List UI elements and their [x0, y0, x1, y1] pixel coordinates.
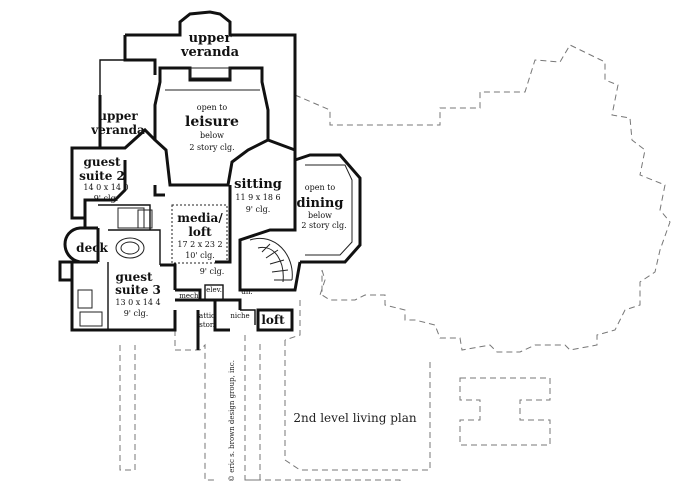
leisure-label: leisure — [185, 114, 239, 130]
guest3-clg: 9' clg. — [124, 309, 149, 318]
lower-level-outline — [119, 44, 671, 485]
media-label-2: loft — [188, 225, 212, 239]
guest-suite-3-walls — [58, 260, 177, 332]
dining-pre: open to — [305, 183, 336, 192]
room-labels: upper veranda upper veranda open to leis… — [76, 31, 347, 329]
copyright-text: © eric s. brown design group, inc. — [228, 360, 236, 482]
dining-label: dining — [297, 196, 344, 211]
media-loft-walls — [153, 185, 232, 264]
guest2-label-1: guest — [83, 155, 121, 169]
guest2-clg: 9' clg. — [94, 194, 119, 203]
deck-label: deck — [76, 241, 108, 255]
stair — [238, 238, 302, 292]
sitting-walls — [238, 95, 297, 275]
leisure-post: below — [200, 131, 224, 140]
dining-post2: 2 story clg. — [301, 221, 346, 230]
dining-post: below — [308, 211, 332, 220]
attic-label-2: stor. — [199, 321, 214, 329]
elev-label: elev. — [206, 286, 222, 294]
leisure-pre: open to — [197, 103, 228, 112]
media-dim: 17 2 x 23 2 — [177, 240, 222, 249]
dining-walls — [294, 153, 362, 264]
guest3-label-1: guest — [115, 270, 153, 284]
veranda-top-label-1: upper — [189, 31, 232, 46]
leisure-post2: 2 story clg. — [189, 143, 234, 152]
dn-label: dn. — [241, 288, 252, 296]
attic-label-1: attic — [199, 312, 215, 320]
veranda-top-label-2: veranda — [180, 45, 240, 60]
guest3-dim: 13 0 x 14 4 — [115, 298, 160, 307]
leisure-walls — [153, 66, 270, 187]
media-clg: 10' clg. — [185, 251, 215, 260]
mech-label: mech. — [179, 292, 200, 300]
guest2-dim: 14 0 x 14 0 — [83, 183, 128, 192]
sitting-label: sitting — [234, 177, 282, 192]
plan-caption: 2nd level living plan — [293, 411, 417, 425]
hall-clg: 9' clg. — [200, 267, 225, 276]
veranda-left-label-1: upper — [98, 109, 138, 123]
upper-veranda-top-walls — [99, 10, 297, 95]
sitting-dim: 11 9 x 18 6 — [235, 193, 280, 202]
media-label-1: media/ — [177, 211, 223, 225]
loft-label: loft — [261, 313, 285, 327]
utility-block — [175, 284, 294, 350]
niche-label: niche — [230, 312, 249, 320]
guest3-label-2: suite 3 — [115, 283, 161, 297]
veranda-left-label-2: veranda — [90, 123, 145, 137]
guest2-label-2: suite 2 — [79, 169, 125, 183]
sitting-clg: 9' clg. — [246, 205, 271, 214]
